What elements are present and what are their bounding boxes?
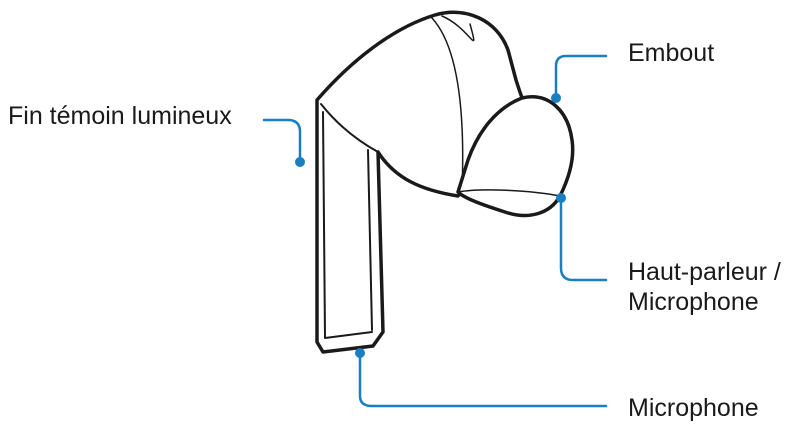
- label-light-indicator: Fin témoin lumineux: [8, 102, 232, 130]
- dot-speaker: [556, 193, 566, 203]
- body-contour-2: [441, 15, 475, 42]
- earbud-body-outline: [315, 10, 528, 354]
- eartip-inner-edge: [457, 189, 561, 197]
- dot-eartip: [551, 93, 561, 103]
- leader-dots: [295, 93, 566, 358]
- leader-light-indicator: [262, 118, 302, 162]
- label-microphone: Microphone: [628, 394, 759, 422]
- stem-top-edge: [320, 103, 379, 153]
- leader-eartip: [554, 54, 608, 100]
- leader-microphone: [358, 351, 608, 408]
- label-speaker-line1: Haut-parleur /: [628, 258, 781, 286]
- label-eartip: Embout: [628, 39, 715, 67]
- label-speaker-microphone: Haut-parleur / Microphone: [628, 257, 781, 317]
- body-contour-1: [431, 17, 464, 191]
- stem-inner-side: [367, 149, 373, 331]
- dot-light-indicator: [295, 157, 305, 167]
- stem-inner-front: [322, 111, 373, 339]
- dot-microphone: [355, 348, 365, 358]
- leader-speaker: [559, 196, 608, 282]
- eartip-shape: [456, 95, 575, 218]
- leader-lines: [262, 54, 608, 408]
- label-speaker-line2: Microphone: [628, 288, 759, 316]
- earbud-illustration: [315, 10, 575, 354]
